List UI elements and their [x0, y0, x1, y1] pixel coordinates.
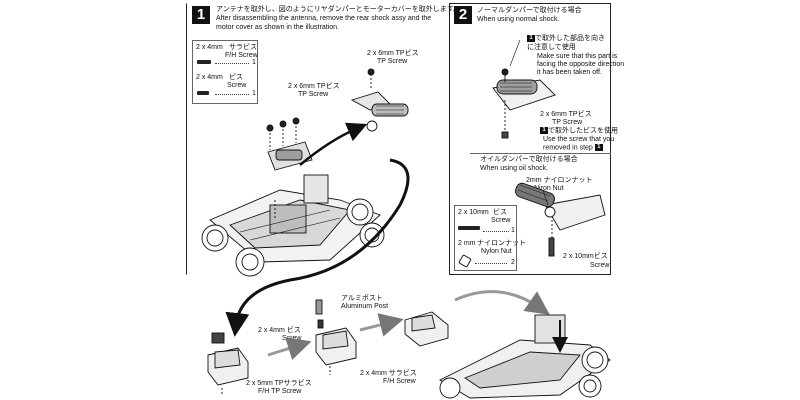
tp-screw-label-right-en: TP Screw: [377, 58, 408, 65]
tp-screw-label-right-jp: 2 x 6mm TPビス: [367, 50, 419, 57]
step1-text-jp: アンテナを取外し、図のようにリヤダンパーとモーターカバーを取外します。: [216, 6, 461, 13]
step2-nut-label-en: Niron Nut: [534, 185, 564, 192]
step1-number: 1: [192, 6, 210, 24]
step1-part1-name-en: F/H Screw: [225, 52, 258, 59]
step2-nut-label-jp: 2mm ナイロンナット: [526, 177, 593, 184]
step2-note-en-2: facing the opposite direction: [537, 61, 625, 68]
fh-screw-icon: [197, 60, 211, 64]
alu-post-label-en: Aluminum Post: [341, 303, 389, 310]
tp-fh-screw-label-en: F/H TP Screw: [258, 388, 302, 395]
step2-part1-name-jp: ビス: [493, 209, 507, 216]
tp-screw-label-left-en: TP Screw: [298, 91, 329, 98]
step1-text-en-2: motor cover as shown in the illustration…: [216, 24, 339, 31]
step2-part2-size: 2 mm: [458, 240, 476, 247]
step2-note-jp-text: で取外した部品を向きに注意して使用: [527, 35, 605, 51]
step-ref-badge: 1: [540, 127, 548, 134]
step2-number: 2: [454, 6, 472, 24]
screw-10mm-icon: [458, 226, 480, 230]
step1-parts-box: 2 x 4mm サラビス F/H Screw 1 2 x 4mm ビス Scre…: [192, 40, 258, 104]
dotted-leader: [483, 231, 509, 232]
tp-screw-label-left-jp: 2 x 6mm TPビス: [288, 83, 340, 90]
step1-part1-qty: 1: [252, 59, 256, 66]
step1-part2-name-en: Screw: [227, 82, 247, 89]
step2-parts-box: 2 x 10mm ビス Screw 1 2 mm ナイロンナット Nylon N…: [454, 205, 526, 271]
step2-part2-name-en: Nylon Nut: [481, 248, 512, 255]
step2-panel: [449, 3, 611, 275]
step1-part2-qty: 1: [252, 90, 256, 97]
step2-oil-title-en: When using oil shock.: [480, 165, 549, 172]
dotted-leader: [475, 263, 507, 264]
step1-part2-size: 2 x 4mm: [196, 74, 223, 81]
step2-part1-qty: 1: [511, 227, 515, 234]
step-ref-badge: 1: [527, 34, 535, 42]
fh-screw-label-en: F/H Screw: [383, 378, 416, 385]
hex-nut-icon: [458, 254, 472, 268]
step1-part1-size: 2 x 4mm: [196, 44, 223, 51]
tp-fh-screw-label-jp: 2 x 5mm TPサラビス: [246, 380, 312, 387]
step2-reuse-en-2: removed in step 1: [543, 144, 603, 152]
step2-part2-name-jp: ナイロンナット: [477, 240, 526, 247]
arrow-light-2: [359, 313, 404, 337]
step2-part2-qty: 2: [511, 259, 515, 266]
step-ref-badge: 1: [594, 144, 603, 151]
step2-part1-name-en: Screw: [491, 217, 511, 224]
fh-screw-label-jp: 2 x 4mm サラビス: [360, 370, 417, 377]
step2-note-en-3: it has been taken off.: [537, 69, 602, 76]
step2-reuse-en-2-text: removed in step: [543, 144, 593, 152]
alu-post-label-jp: アルミポスト: [341, 295, 383, 302]
step2-title-en: When using normal shock.: [477, 16, 560, 23]
step2-tp-label-jp: 2 x 6mm TPビス: [540, 111, 592, 118]
step2-reuse-jp-text: で取外したビスを使用: [548, 127, 618, 135]
step2-screw-label-jp: 2 x 10mmビス: [563, 253, 608, 260]
section-divider: [470, 153, 611, 154]
step1-text-en-1: After disassembling the antenna, remove …: [216, 15, 432, 22]
step2-title-jp: ノーマルダンパーで取付ける場合: [477, 7, 582, 14]
step2-oil-title-jp: オイルダンパーで取付ける場合: [480, 156, 578, 163]
step1-part2-name-jp: ビス: [229, 74, 243, 81]
step2-reuse-en-1: Use the screw that you: [543, 136, 615, 143]
step2-part1-size: 2 x 10mm: [458, 209, 489, 216]
screw-icon: [197, 91, 209, 95]
step2-screw-label-en: Screw: [590, 262, 610, 269]
dotted-leader: [215, 94, 249, 95]
screw-mid-label-jp: 2 x 4mm ビス: [258, 327, 301, 334]
step2-note-en-1: Make sure that this part is: [537, 53, 618, 60]
dotted-leader: [215, 63, 249, 64]
screw-mid-label-en: Screw: [282, 335, 302, 342]
arrow-light-3: [454, 290, 550, 315]
step2-tp-label-en: TP Screw: [552, 119, 583, 126]
step1-part1-name-jp: サラビス: [229, 44, 257, 51]
arrow-light-1: [267, 337, 312, 361]
